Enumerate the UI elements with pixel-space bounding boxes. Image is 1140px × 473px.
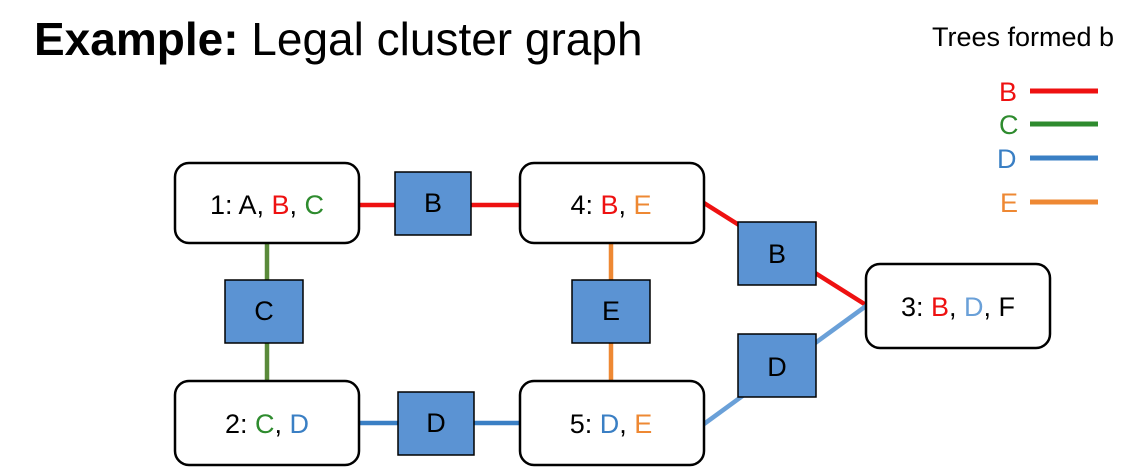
title-bold: Example:	[34, 13, 239, 65]
legend-label-b: B	[999, 77, 1017, 107]
variable-b: B	[931, 292, 949, 322]
separator-comma: ,	[290, 190, 305, 220]
cluster-4-id: 4:	[570, 190, 600, 220]
sepset-2-5: D	[397, 391, 475, 456]
page-title: Example: Legal cluster graph	[34, 14, 643, 65]
cluster-5-id: 5:	[570, 409, 600, 439]
separator-comma: ,	[949, 292, 964, 322]
cluster-2-label: 2: C, D	[225, 409, 309, 439]
variable-d: D	[290, 409, 310, 439]
sepset-4-5: E	[571, 279, 651, 344]
sepset-2-5-box	[397, 391, 475, 456]
cluster-3-box	[864, 262, 1052, 350]
cluster-4-box	[518, 161, 706, 245]
cluster-2-id: 2:	[225, 409, 255, 439]
legend-item-c: C	[999, 110, 1098, 140]
cluster-5-label: 5: D, E	[570, 409, 653, 439]
variable-e: E	[634, 190, 652, 220]
legend-label-d: D	[997, 144, 1017, 174]
cluster-5-box	[518, 379, 706, 467]
cluster-3: 3: B, D, F	[864, 262, 1052, 350]
legend-item-b: B	[999, 77, 1098, 107]
cluster-5: 5: D, E	[518, 379, 706, 467]
sepset-4-5-box	[571, 279, 651, 344]
cluster-3-label: 3: B, D, F	[901, 292, 1015, 322]
variable-d: D	[600, 409, 620, 439]
variable-c: C	[305, 190, 325, 220]
separator-comma: ,	[619, 409, 634, 439]
cluster-2-box	[173, 379, 361, 467]
legend: B C D E	[997, 77, 1098, 218]
sepset-1-4-label: B	[424, 188, 442, 218]
legend-item-e: E	[1000, 188, 1098, 218]
sepset-4-3-label: B	[768, 239, 786, 269]
variable-c: C	[255, 409, 275, 439]
cluster-2: 2: C, D	[173, 379, 361, 467]
sepset-5-3-label: D	[767, 352, 787, 382]
variable-d: D	[964, 292, 984, 322]
cluster-1-box	[173, 161, 361, 245]
legend-label-e: E	[1000, 188, 1018, 218]
separator-comma: ,	[984, 292, 999, 322]
sepset-1-2: C	[224, 279, 304, 344]
cluster-3-id: 3:	[901, 292, 931, 322]
sepset-1-4: B	[394, 171, 472, 236]
sepset-4-3: B	[737, 221, 817, 286]
sepset-5-3: D	[737, 333, 817, 398]
legend-label-c: C	[999, 110, 1019, 140]
sepset-1-4-box	[394, 171, 472, 236]
separator-comma: ,	[619, 190, 634, 220]
sepset-5-3-box	[737, 333, 817, 398]
cluster-4: 4: B, E	[518, 161, 706, 245]
cluster-4-label: 4: B, E	[570, 190, 651, 220]
variable-a: A	[238, 190, 256, 220]
variable-b: B	[600, 190, 618, 220]
legend-heading: Trees formed b	[932, 22, 1115, 52]
sepset-4-3-box	[737, 221, 817, 286]
sepset-2-5-label: D	[426, 408, 446, 438]
variable-b: B	[272, 190, 290, 220]
cluster-1: 1: A, B, C	[173, 161, 361, 245]
separator-comma: ,	[275, 409, 290, 439]
variable-f: F	[999, 292, 1016, 322]
separator-comma: ,	[257, 190, 272, 220]
cluster-1-label: 1: A, B, C	[210, 190, 324, 220]
title-rest: Legal cluster graph	[238, 13, 643, 65]
legend-item-d: D	[997, 144, 1098, 174]
sepset-1-2-box	[224, 279, 304, 344]
variable-e: E	[634, 409, 652, 439]
sepset-1-2-label: C	[254, 296, 274, 326]
cluster-1-id: 1:	[210, 190, 239, 220]
sepset-4-5-label: E	[602, 296, 620, 326]
